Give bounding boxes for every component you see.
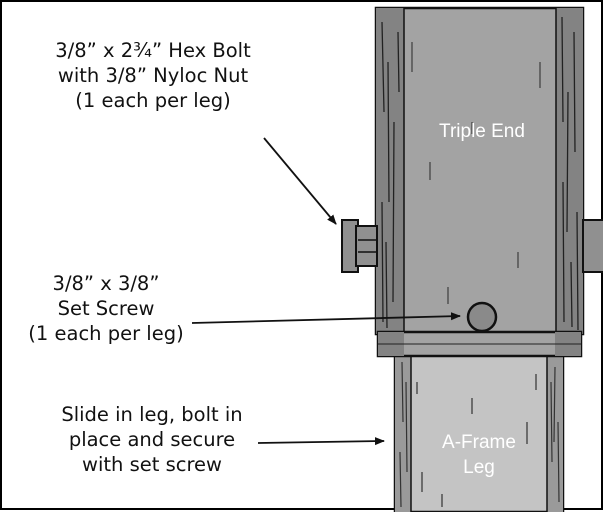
hex-bolt-callout: 3/8” x 2¾” Hex Bolt with 3/8” Nyloc Nut … [28,38,278,113]
set-screw-line-3: (1 each per leg) [28,322,184,345]
slide-in-line-2: place and secure [68,428,236,451]
slide-in-arrow [257,437,385,446]
set-screw-arrow [191,312,461,324]
slide-in-line-1: Slide in leg, bolt in [61,403,243,426]
triple-end-tube [374,6,585,358]
set-screw-line-2: Set Screw [57,297,155,320]
hex-bolt-line-2: with 3/8” Nyloc Nut [57,64,249,87]
hex-bolt-line-3: (1 each per leg) [75,89,231,112]
a-frame-leg-label: A-Frame Leg [412,430,546,480]
triple-end-label: Triple End [439,121,525,142]
hex-bolt [341,219,378,273]
set-screw-callout: 3/8” x 3/8” Set Screw (1 each per leg) [6,271,206,346]
nyloc-nut [582,219,603,273]
set-screw-line-1: 3/8” x 3/8” [52,272,160,295]
slide-in-callout: Slide in leg, bolt in place and secure w… [40,402,264,477]
hex-bolt-line-1: 3/8” x 2¾” Hex Bolt [55,39,251,62]
a-frame-leg-tube [393,352,565,512]
hex-bolt-arrow [263,137,337,225]
a-frame-leg-label-line-2: Leg [463,457,495,478]
a-frame-leg-label-line-1: A-Frame [442,432,516,453]
slide-in-line-3: with set screw [82,453,222,476]
set-screw [466,301,498,333]
